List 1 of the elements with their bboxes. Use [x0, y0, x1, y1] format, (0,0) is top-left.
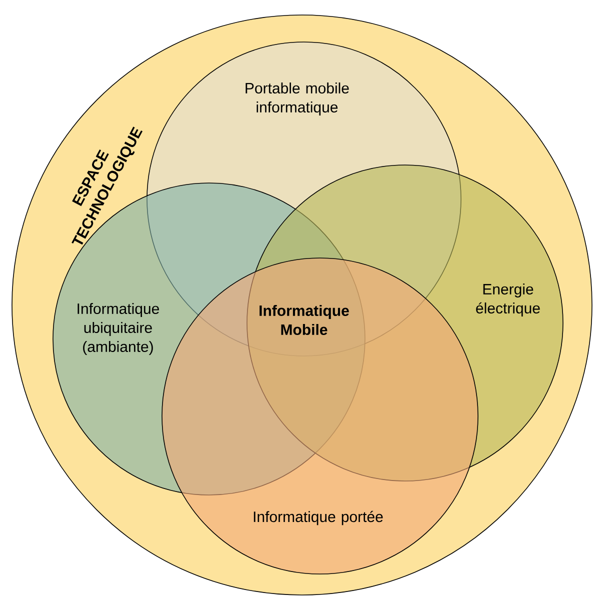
center-label: Informatique Mobile — [260, 305, 349, 335]
